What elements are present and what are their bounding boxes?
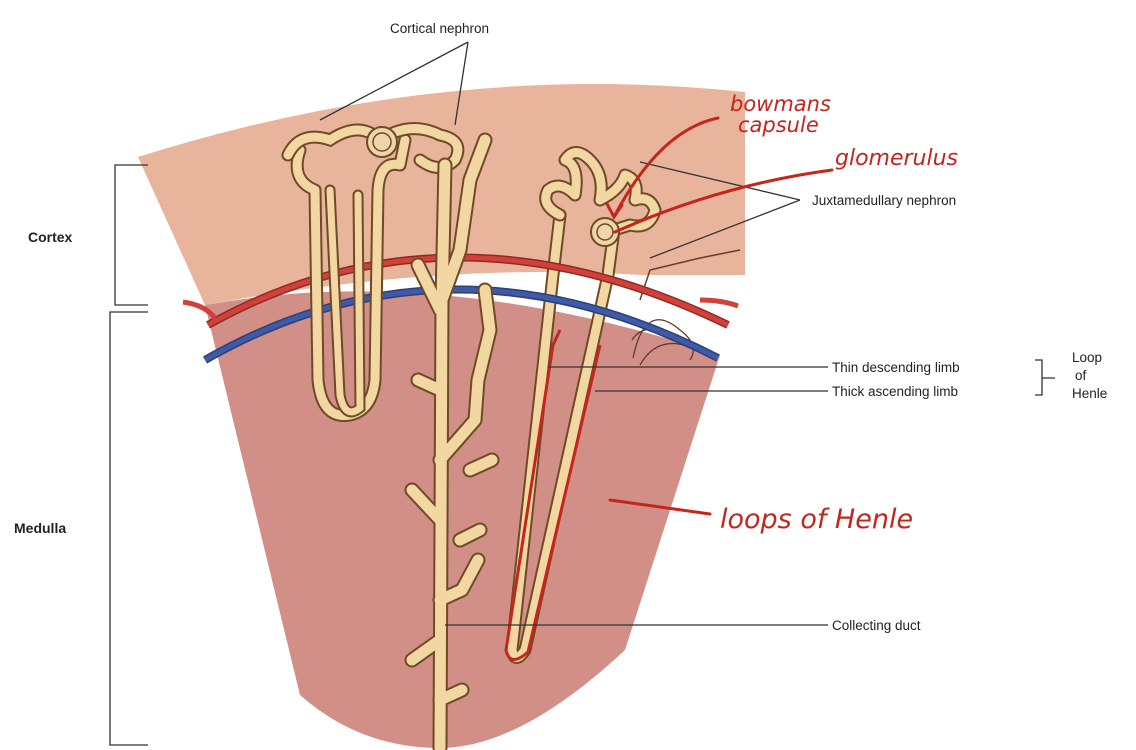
label-henle: Henle <box>1072 386 1107 401</box>
label-thin-descending-limb: Thin descending limb <box>832 360 960 375</box>
annotation-loops-of-henle: loops of Henle <box>720 504 913 535</box>
juxtamedullary-loop <box>505 208 621 664</box>
label-cortical-nephron: Cortical nephron <box>390 21 489 36</box>
arcuate-vein-core <box>203 287 720 363</box>
collecting-duct-tree <box>404 132 500 750</box>
cortical-nephron-tubules <box>281 122 465 423</box>
label-loop: Loop <box>1072 350 1102 365</box>
annotation-glomerulus: glomerulus <box>835 146 958 171</box>
label-thick-ascending-limb: Thick ascending limb <box>832 384 958 399</box>
annotation-arrows <box>605 116 834 516</box>
label-of: of <box>1075 368 1087 383</box>
annotation-capsule: capsule <box>738 113 819 137</box>
artery-branch-left <box>182 299 217 320</box>
label-cortex: Cortex <box>28 229 73 245</box>
label-medulla: Medulla <box>14 520 66 536</box>
loop-highlight-outline <box>504 329 602 661</box>
artery-branch-right <box>699 297 739 309</box>
cortical-glomerulus <box>366 126 398 158</box>
juxtamedullary-glomerulus-core <box>596 223 614 241</box>
cortical-glomerulus-core <box>372 132 392 152</box>
juxtamedullary-convolutions <box>539 146 662 237</box>
juxtamedullary-glomerulus <box>590 217 620 247</box>
cortical-vessel-right <box>639 249 741 301</box>
annotation-bowmans: bowmans <box>730 92 831 116</box>
label-collecting-duct: Collecting duct <box>832 618 921 633</box>
label-juxtamedullary-nephron: Juxtamedullary nephron <box>812 193 956 208</box>
leader-lines <box>109 41 1055 746</box>
